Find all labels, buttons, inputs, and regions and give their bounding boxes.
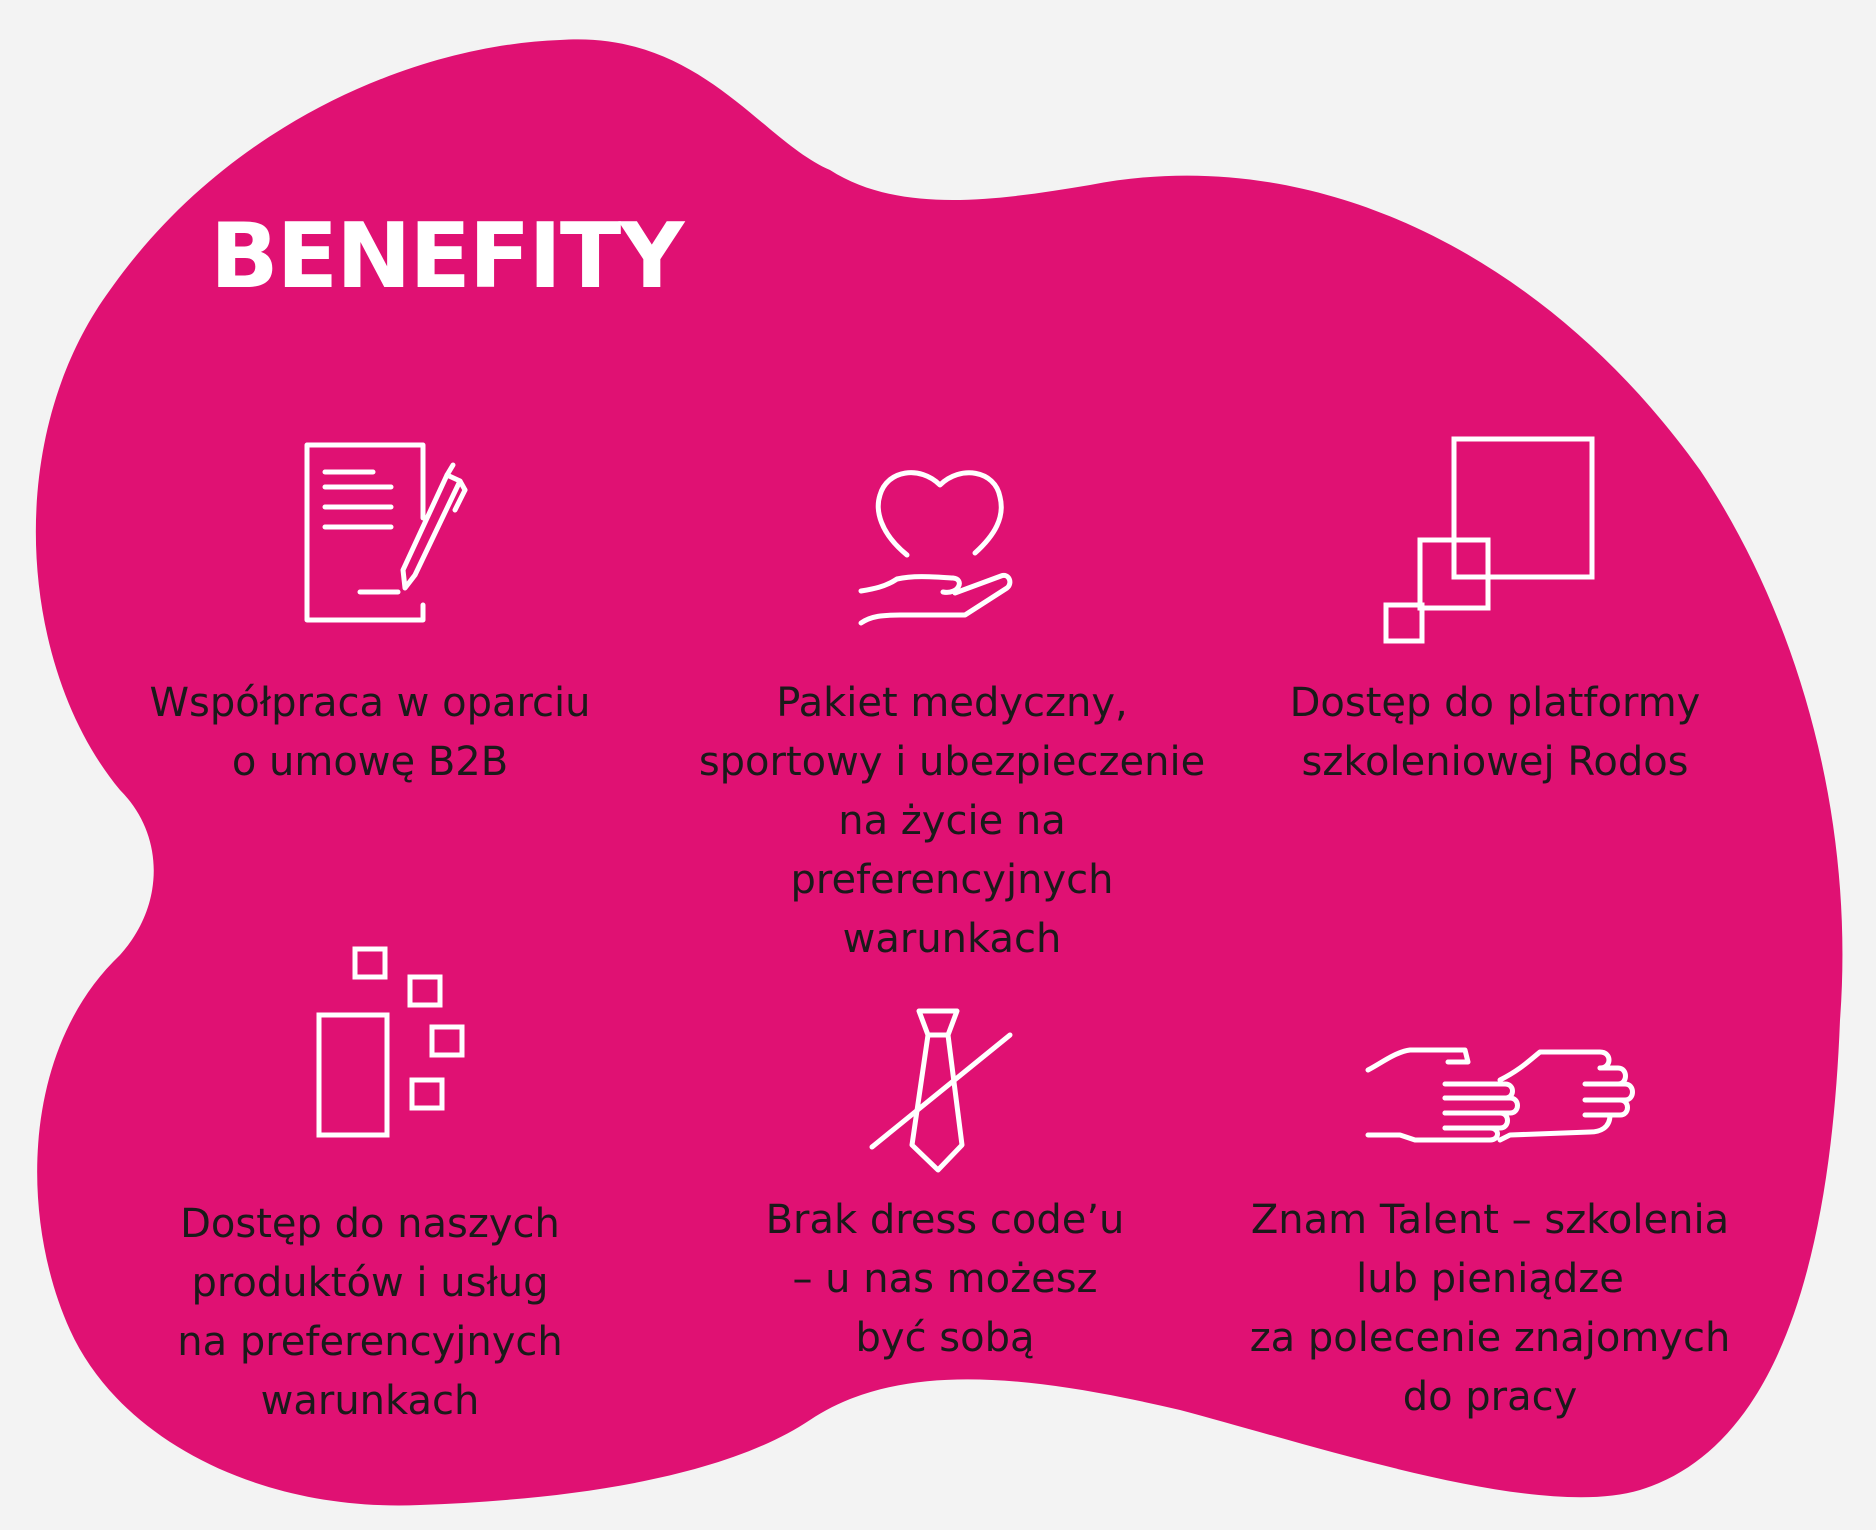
- no-tie-icon: [862, 1005, 1022, 1175]
- page-title: BENEFITY: [210, 204, 684, 309]
- benefit-caption-medical: Pakiet medyczny, sportowy i ubezpieczeni…: [698, 680, 1206, 962]
- heart-in-hand-icon: [855, 455, 1025, 635]
- benefit-caption-rodos: Dostęp do platformy szkoleniowej Rodos: [1289, 680, 1701, 785]
- contract-pen-icon: [295, 440, 485, 630]
- benefit-caption-products: Dostęp do naszych produktów i usług na p…: [177, 1201, 563, 1424]
- benefit-caption-talent: Znam Talent – szkolenia lub pieniądze za…: [1249, 1197, 1731, 1420]
- benefit-caption-b2b: Współpraca w oparciu o umowę B2B: [149, 680, 591, 785]
- products-blocks-icon: [315, 945, 475, 1145]
- handshake-referral-icon: [1360, 1040, 1640, 1150]
- overlapping-squares-icon: [1380, 435, 1600, 645]
- benefit-caption-dress-code: Brak dress code’u – u nas możesz być sob…: [765, 1197, 1125, 1361]
